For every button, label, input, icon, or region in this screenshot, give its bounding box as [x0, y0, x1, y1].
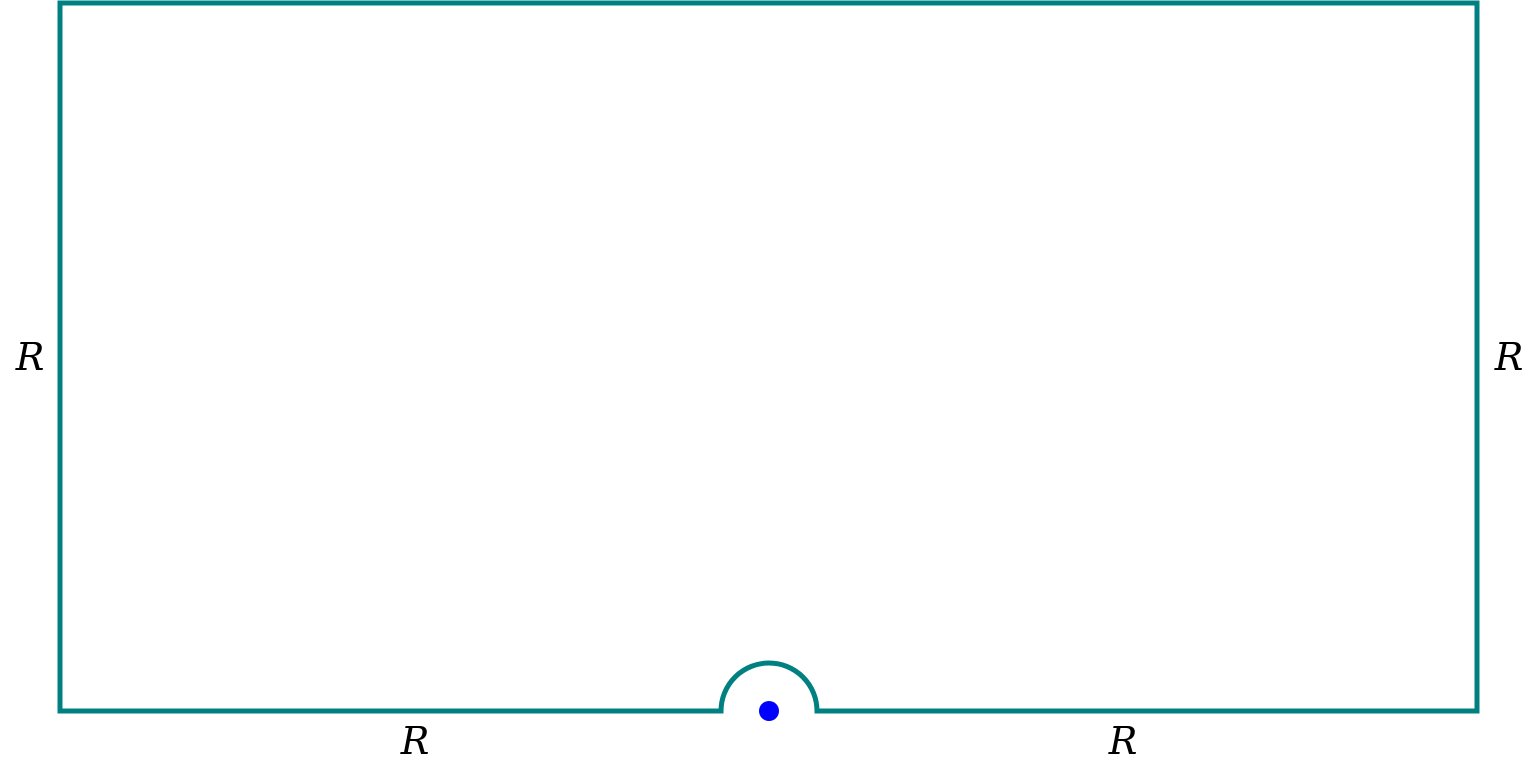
- pole-point: [759, 701, 779, 721]
- right-side-label: R: [1494, 335, 1524, 379]
- bottom-left-segment-label: R: [400, 719, 430, 763]
- integration-contour: [57, 0, 1480, 714]
- left-side-label: R: [15, 335, 45, 379]
- bottom-right-segment-label: R: [1108, 719, 1138, 763]
